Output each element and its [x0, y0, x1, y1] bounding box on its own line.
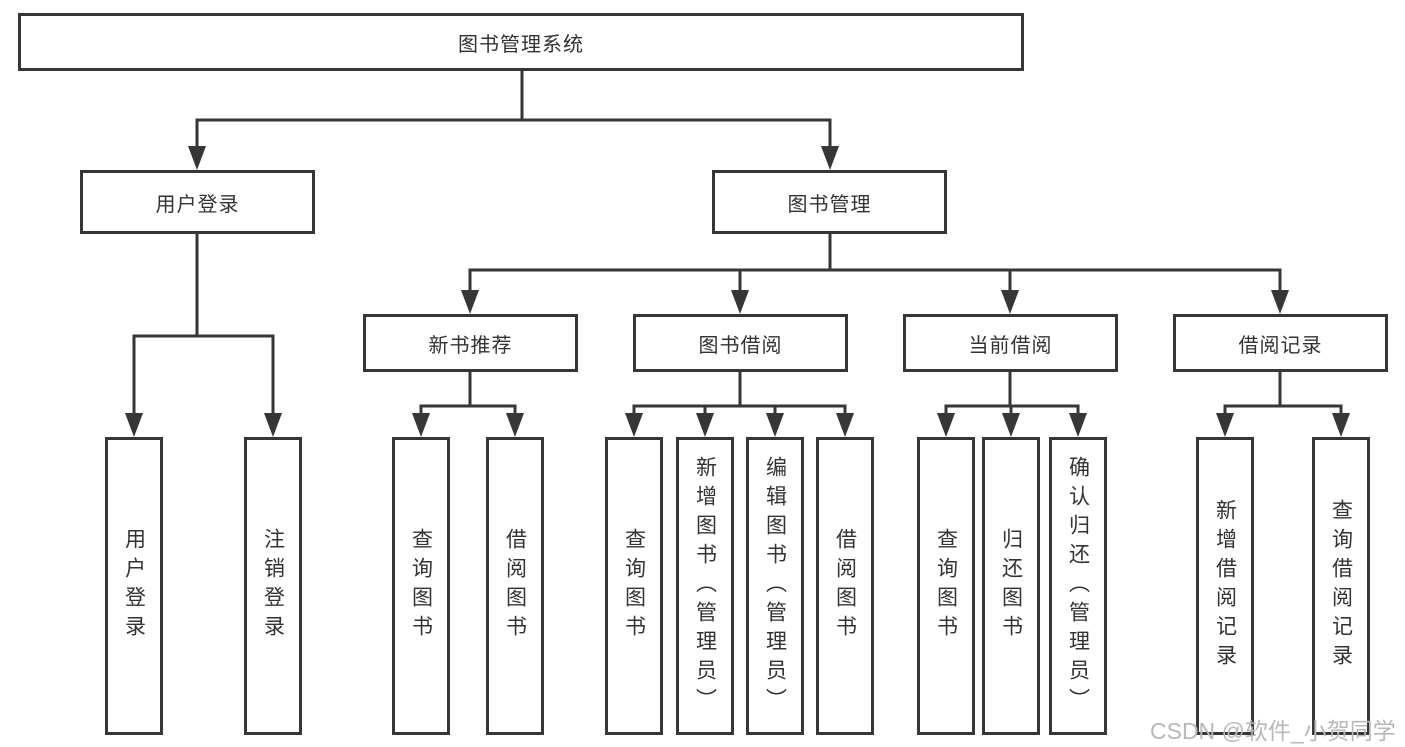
- node-user-login: 用户登录: [80, 170, 315, 234]
- connector-root-to-level1: [195, 71, 832, 148]
- node-new-book-recommend-label: 新书推荐: [428, 334, 513, 357]
- leaf-add-books-admin-label: 新增图书（管理员）: [693, 455, 717, 717]
- leaf-query-books-recommend-label: 查询图书: [409, 528, 433, 644]
- arrowheads-level2: [461, 290, 1289, 314]
- leaf-query-borrow-record-label: 查询借阅记录: [1329, 499, 1353, 673]
- leaf-query-borrow-record: 查询借阅记录: [1312, 437, 1370, 735]
- leaf-user-login-label: 用户登录: [122, 528, 146, 644]
- leaf-return-books: 归还图书: [982, 437, 1040, 735]
- leaf-return-books-label: 归还图书: [999, 528, 1023, 644]
- leaf-add-books-admin: 新增图书（管理员）: [676, 437, 734, 735]
- leaf-edit-books-admin: 编辑图书（管理员）: [746, 437, 804, 735]
- leaf-borrow-books: 借阅图书: [816, 437, 874, 735]
- arrowheads-level1: [188, 146, 839, 170]
- connector-book-borrow-branch: [632, 372, 847, 415]
- leaf-edit-books-admin-label: 编辑图书（管理员）: [763, 455, 787, 717]
- node-user-login-label: 用户登录: [155, 193, 240, 216]
- connector-user-login-branch: [132, 234, 275, 415]
- leaf-logout: 注销登录: [244, 437, 302, 735]
- leaf-add-borrow-record: 新增借阅记录: [1196, 437, 1254, 735]
- node-book-management: 图书管理: [712, 170, 947, 234]
- leaf-borrow-books-recommend-label: 借阅图书: [503, 528, 527, 644]
- node-current-borrow: 当前借阅: [903, 314, 1118, 372]
- csdn-watermark: CSDN @软件_小贺同学: [1150, 718, 1396, 744]
- leaf-add-borrow-record-label: 新增借阅记录: [1213, 499, 1237, 673]
- leaf-borrow-books-label: 借阅图书: [833, 528, 857, 644]
- connector-book-management-branch: [468, 234, 1282, 292]
- node-library-system: 图书管理系统: [18, 13, 1024, 71]
- node-borrow-records-label: 借阅记录: [1238, 334, 1323, 357]
- node-current-borrow-label: 当前借阅: [968, 334, 1053, 357]
- arrowheads-leaves: [125, 413, 1350, 437]
- node-new-book-recommend: 新书推荐: [363, 314, 578, 372]
- leaf-confirm-return-admin-label: 确认归还（管理员）: [1066, 455, 1090, 717]
- leaf-query-books-current: 查询图书: [917, 437, 975, 735]
- leaf-query-books-recommend: 查询图书: [392, 437, 450, 735]
- connector-new-book-branch: [419, 372, 517, 415]
- connector-borrow-records-branch: [1223, 372, 1343, 415]
- leaf-user-login: 用户登录: [105, 437, 163, 735]
- connector-current-borrow-branch: [944, 372, 1080, 415]
- node-library-system-label: 图书管理系统: [458, 33, 584, 56]
- leaf-borrow-books-recommend: 借阅图书: [486, 437, 544, 735]
- leaf-confirm-return-admin: 确认归还（管理员）: [1049, 437, 1107, 735]
- node-book-borrow-label: 图书借阅: [698, 334, 783, 357]
- node-book-borrow: 图书借阅: [633, 314, 848, 372]
- node-book-management-label: 图书管理: [787, 193, 872, 216]
- leaf-query-books-borrow-label: 查询图书: [622, 528, 646, 644]
- leaf-query-books-borrow: 查询图书: [605, 437, 663, 735]
- leaf-logout-label: 注销登录: [261, 528, 285, 644]
- node-borrow-records: 借阅记录: [1173, 314, 1388, 372]
- leaf-query-books-current-label: 查询图书: [934, 528, 958, 644]
